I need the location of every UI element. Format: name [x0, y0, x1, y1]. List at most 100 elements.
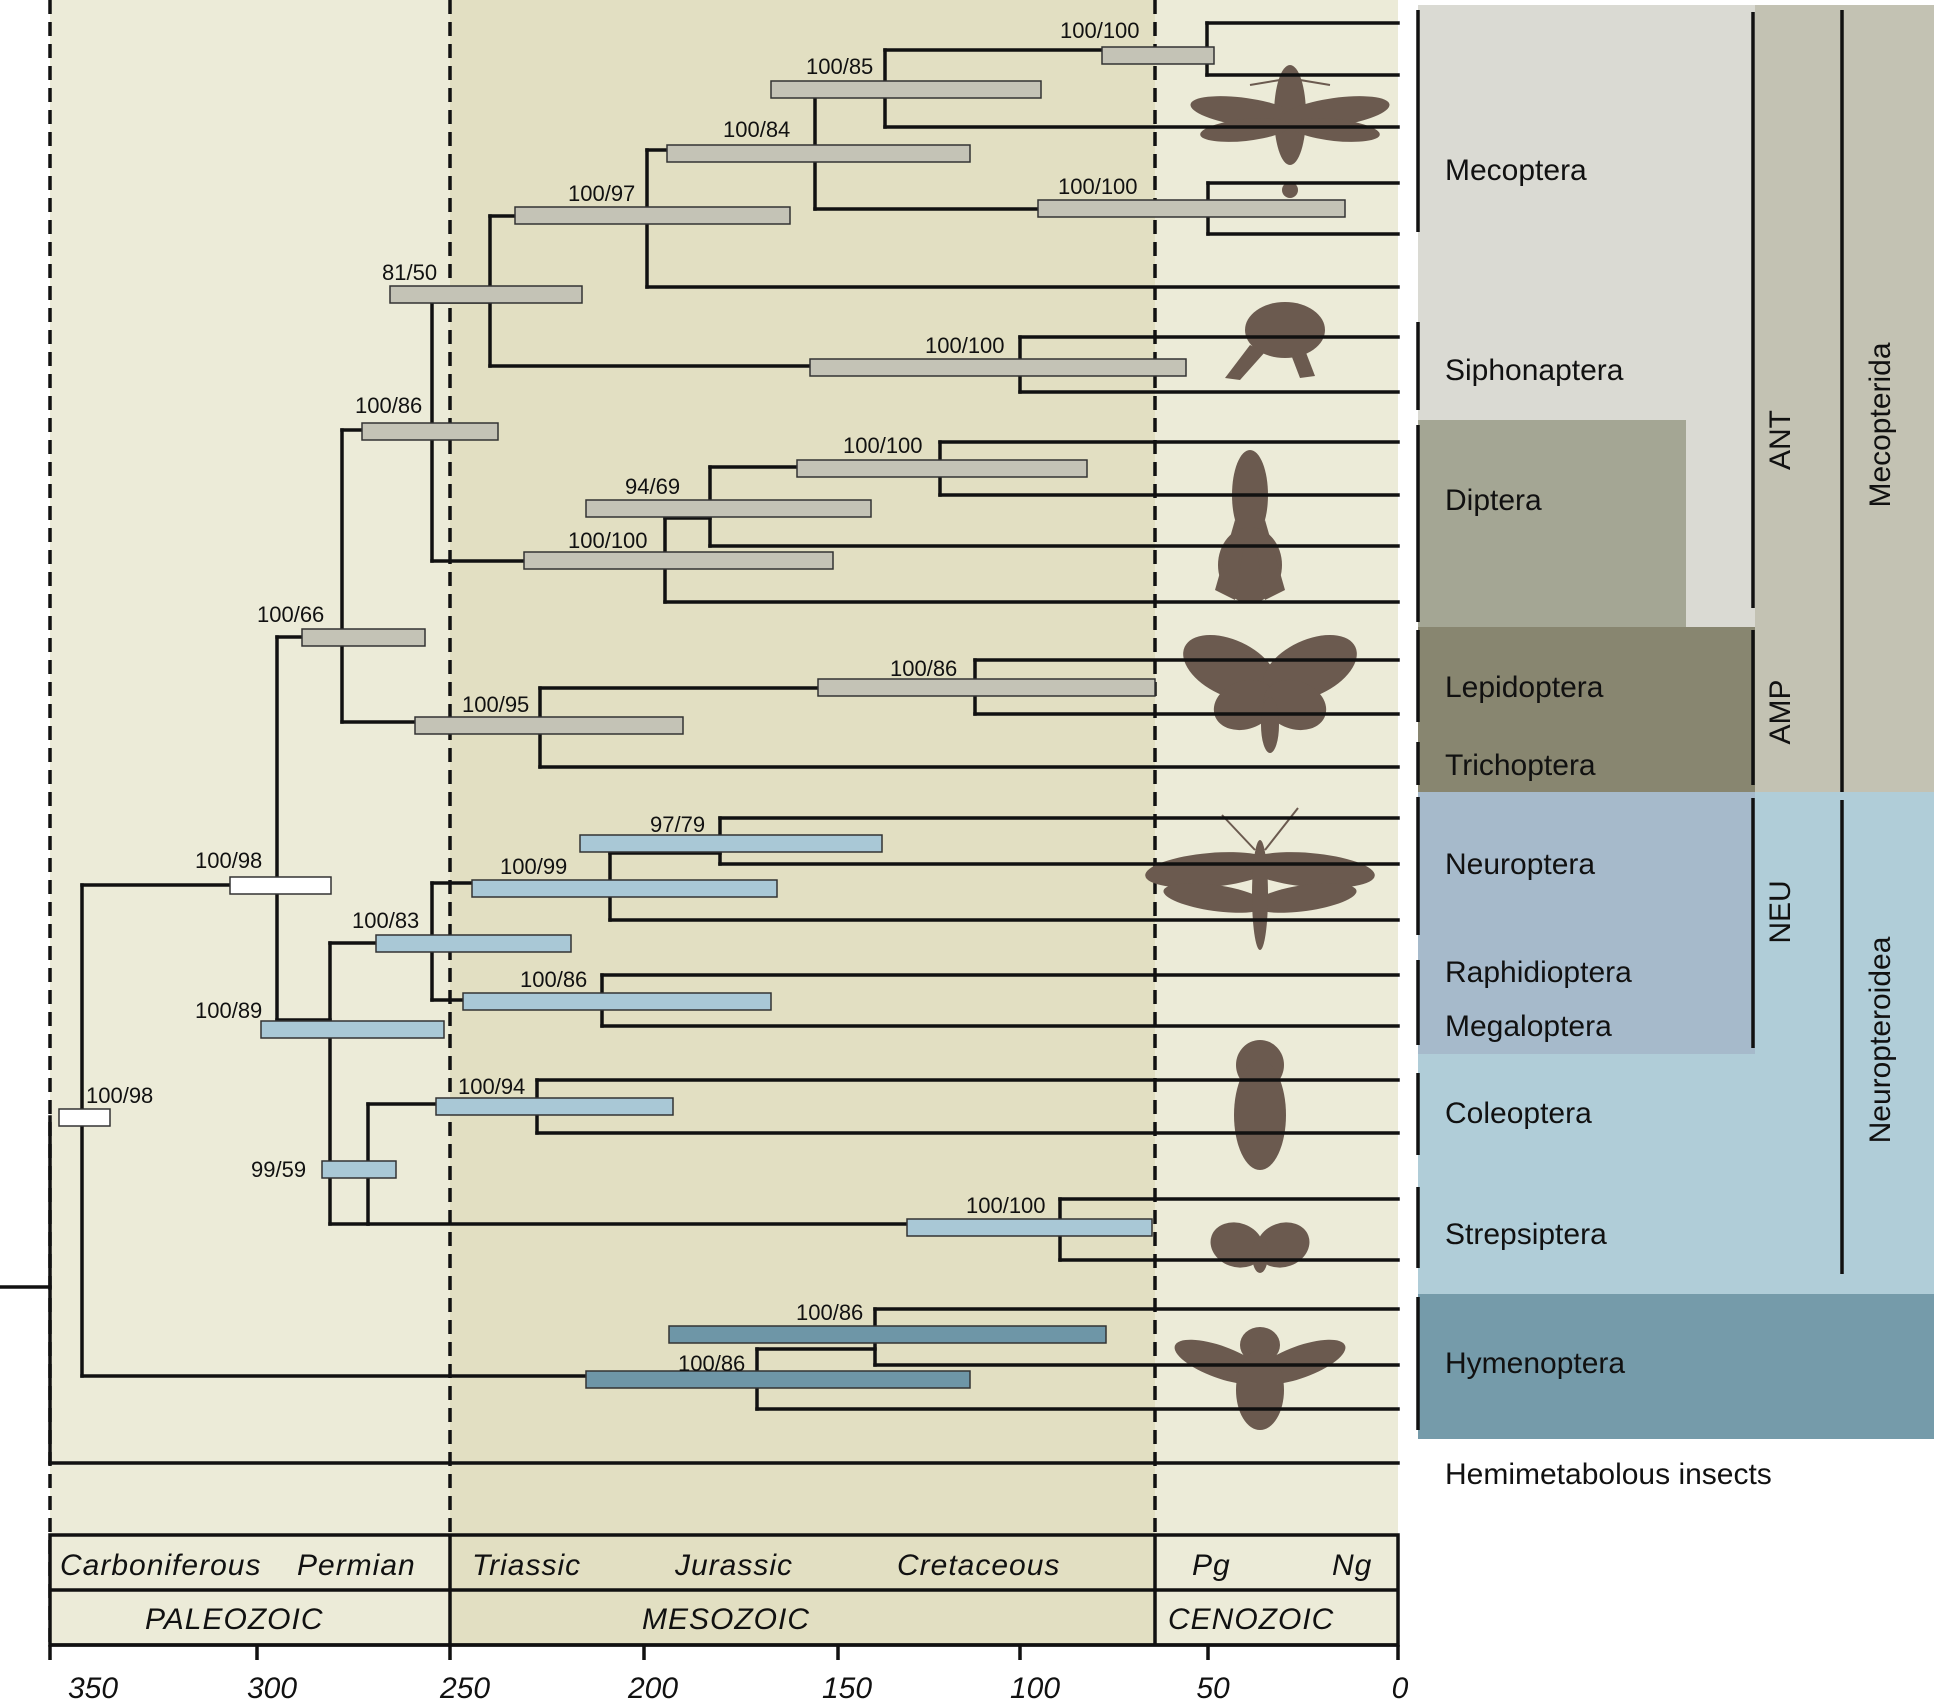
ci-bar — [585, 1370, 971, 1389]
era-cenozoic: CENOZOIC — [1168, 1603, 1334, 1636]
ci-bar — [809, 358, 1187, 377]
support-values: 100/100 100/85 100/84 100/97 100/100 81/… — [86, 18, 1140, 1376]
support-label: 100/86 — [890, 656, 957, 681]
ci-bar — [579, 834, 883, 853]
clade-strepsiptera: Strepsiptera — [1445, 1218, 1607, 1251]
support-label: 100/89 — [195, 998, 262, 1023]
tick-label: 300 — [247, 1672, 297, 1705]
ci-bar — [817, 678, 1156, 697]
clade-raphidioptera: Raphidioptera — [1445, 956, 1632, 989]
clade-brackets — [1416, 10, 1844, 1430]
beetle-silhouette — [1234, 1040, 1286, 1170]
ci-bar — [523, 551, 834, 570]
ci-bar — [301, 628, 426, 647]
clade-mecoptera: Mecoptera — [1445, 154, 1587, 187]
support-label: 100/95 — [462, 692, 529, 717]
support-label: 100/99 — [500, 854, 567, 879]
ci-bar — [1101, 46, 1215, 65]
support-label: 94/69 — [625, 474, 680, 499]
support-label: 100/86 — [355, 393, 422, 418]
time-axis: 350 300 250 200 150 100 50 0 — [48, 1643, 1409, 1705]
support-label: 100/100 — [568, 528, 648, 553]
ci-bar — [435, 1097, 674, 1116]
support-label: 100/85 — [806, 54, 873, 79]
tick-label: 350 — [68, 1672, 118, 1705]
tick-label: 100 — [1010, 1672, 1060, 1705]
ci-bar — [668, 1325, 1107, 1344]
period-jurassic: Jurassic — [674, 1549, 793, 1582]
support-label: 100/100 — [966, 1193, 1046, 1218]
period-paleogene: Pg — [1192, 1549, 1231, 1582]
period-permian: Permian — [297, 1549, 416, 1582]
scorpionfly-silhouette — [1190, 65, 1390, 198]
paleozoic-band — [50, 0, 450, 1535]
ci-bar — [796, 459, 1088, 478]
ci-bar — [414, 716, 684, 735]
ci-bar — [229, 876, 332, 895]
tick-label: 0 — [1392, 1672, 1409, 1705]
ci-bar — [361, 422, 499, 441]
support-label: 100/100 — [1058, 174, 1138, 199]
clade-coleoptera: Coleoptera — [1445, 1097, 1592, 1130]
ci-bar — [1037, 199, 1346, 218]
support-label: 100/83 — [352, 908, 419, 933]
ci-bar — [666, 144, 971, 163]
clade-hemimetabolous: Hemimetabolous insects — [1445, 1458, 1772, 1491]
clade-trichoptera: Trichoptera — [1445, 749, 1596, 782]
confidence-bars — [58, 46, 1346, 1389]
support-label: 100/97 — [568, 181, 635, 206]
clade-hymenoptera: Hymenoptera — [1445, 1347, 1625, 1380]
ci-bar — [321, 1160, 397, 1179]
ci-bar — [260, 1020, 445, 1039]
amp-panel — [1418, 627, 1755, 792]
support-label: 100/86 — [796, 1300, 863, 1325]
support-label: 100/94 — [458, 1074, 525, 1099]
period-cretaceous: Cretaceous — [897, 1549, 1060, 1582]
tick-label: 200 — [627, 1672, 678, 1705]
tick-label: 50 — [1196, 1672, 1230, 1705]
support-label: 100/86 — [678, 1351, 745, 1376]
neu-panel — [1418, 792, 1755, 1054]
moth-silhouette — [1183, 634, 1357, 753]
ci-bar — [471, 879, 778, 898]
clade-neuroptera: Neuroptera — [1445, 848, 1595, 881]
ci-bar — [58, 1108, 111, 1127]
support-label: 100/98 — [195, 848, 262, 873]
support-label: 100/86 — [520, 967, 587, 992]
strepsiptera-silhouette — [1210, 1222, 1310, 1273]
period-triassic: Triassic — [472, 1549, 581, 1582]
support-label: 81/50 — [382, 260, 437, 285]
group-mecopterida: Mecopterida — [1864, 342, 1897, 507]
tree-branches — [0, 21, 1400, 1465]
ci-bar — [906, 1218, 1153, 1237]
era-paleozoic: PALEOZOIC — [145, 1603, 323, 1636]
period-carboniferous: Carboniferous — [60, 1549, 261, 1582]
group-neuropteroidea: Neuropteroidea — [1864, 936, 1897, 1143]
diptera-panel — [1418, 420, 1686, 627]
tick-label: 250 — [439, 1672, 490, 1705]
support-label: 100/100 — [1060, 18, 1140, 43]
clade-diptera: Diptera — [1445, 484, 1542, 517]
hymenoptera-panel — [1418, 1294, 1934, 1439]
group-neu: NEU — [1764, 880, 1797, 943]
ci-bar — [462, 992, 772, 1011]
period-neogene: Ng — [1332, 1549, 1372, 1582]
ci-bar — [514, 206, 791, 225]
support-label: 100/100 — [925, 333, 1005, 358]
group-amp: AMP — [1764, 679, 1797, 744]
ci-bar — [770, 80, 1042, 99]
mecopterida-panel — [1755, 5, 1934, 792]
flea-silhouette — [1225, 302, 1325, 380]
support-label: 100/84 — [723, 117, 790, 142]
ci-bar — [389, 285, 583, 304]
ci-bar — [375, 934, 572, 953]
group-ant: ANT — [1764, 410, 1797, 470]
support-label: 100/98 — [86, 1083, 153, 1108]
era-mesozoic: MESOZOIC — [642, 1603, 810, 1636]
ci-bar — [585, 499, 872, 518]
clade-lepidoptera: Lepidoptera — [1445, 671, 1604, 704]
support-label: 99/59 — [251, 1157, 306, 1182]
clade-megaloptera: Megaloptera — [1445, 1010, 1612, 1043]
lacewing-silhouette — [1145, 807, 1375, 950]
